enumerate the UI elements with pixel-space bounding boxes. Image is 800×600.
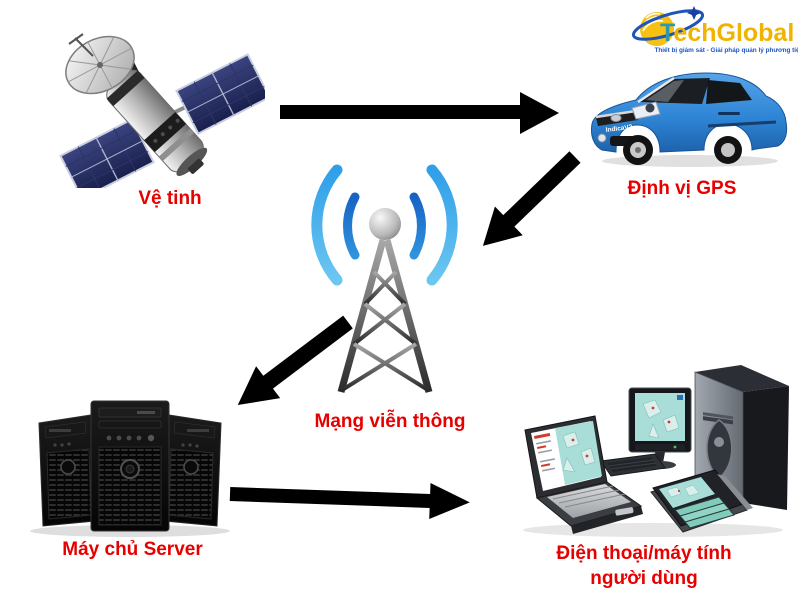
logo-brand-text: TechGlobal	[660, 19, 794, 47]
server-tower-center	[90, 400, 170, 532]
car-door-handle	[718, 112, 740, 115]
pda-keyboard	[674, 496, 735, 529]
car-rear-alloy	[721, 143, 735, 157]
car-headlight-lens	[645, 103, 655, 113]
label-user-devices: Điện thoại/máy tính người dùng	[530, 541, 758, 591]
label-user-devices-line2: người dùng	[590, 568, 698, 589]
car-front-hub	[635, 147, 641, 153]
monitor-screen-map	[635, 393, 685, 441]
car-side-moulding	[707, 120, 777, 128]
logo-tagline: Thiết bị giám sát - Giải pháp quản lý ph…	[654, 46, 798, 54]
logo-orbit-icon	[631, 9, 705, 41]
label-user-devices-line1: Điện thoại/máy tính	[556, 543, 732, 564]
car-icon: IndicaV2	[591, 72, 788, 167]
signal-wave-left-inner	[343, 192, 360, 260]
label-server: Máy chủ Server	[62, 539, 203, 560]
signal-wave-right-inner	[409, 192, 426, 260]
satellite-solar-panel-left	[59, 118, 155, 188]
label-satellite: Vệ tinh	[138, 188, 202, 209]
user-devices-icon	[523, 365, 789, 537]
server-towers-icon	[30, 400, 230, 537]
devices-shadow	[523, 523, 783, 537]
laptop-keyboard	[547, 484, 631, 518]
desktop-tower	[694, 365, 789, 510]
logo-star-icon	[687, 6, 701, 20]
car-a-pillar-trim	[637, 76, 675, 104]
radio-tower-icon	[311, 164, 458, 393]
laptop	[524, 415, 643, 534]
signal-wave-right-outer	[426, 164, 458, 286]
arrow-satellite-to-gps	[280, 92, 559, 134]
satellite-feed-antenna	[74, 37, 94, 57]
car-side-window	[706, 80, 752, 104]
car-windshield-reflection	[646, 80, 684, 102]
satellite-icon	[59, 33, 265, 188]
satellite-body	[106, 69, 208, 176]
tower-lattice	[337, 239, 433, 393]
car-windshield	[640, 78, 710, 104]
satellite-feed-cross	[68, 33, 84, 45]
desktop-monitor	[628, 387, 692, 469]
arrow-network-to-server	[237, 315, 353, 406]
car-maker-badge	[610, 114, 622, 122]
tower-top-sphere	[369, 208, 401, 240]
arrow-gps-to-network	[482, 151, 581, 246]
techglobal-logo: TechGlobal Thiết bị giám sát - Giải pháp…	[631, 6, 798, 54]
server-tower-left	[38, 414, 96, 527]
car-model-badge: IndicaV2	[605, 124, 633, 134]
arrow-server-to-devices	[229, 482, 470, 519]
satellite-solar-panel-right	[175, 53, 265, 135]
satellite-dish	[65, 35, 135, 95]
desktop-keyboard	[600, 453, 666, 477]
label-gps: Định vị GPS	[627, 178, 737, 199]
pda-phone	[650, 469, 753, 533]
server-tower-right	[164, 414, 222, 527]
signal-wave-left-outer	[311, 164, 343, 286]
label-network: Mạng viễn thông	[314, 411, 466, 432]
car-fog-lamp	[597, 133, 607, 143]
